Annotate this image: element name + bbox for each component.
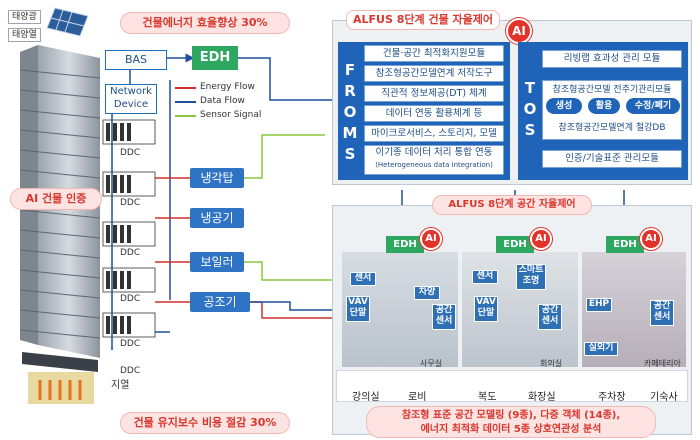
- bottom-banner: 건물 유지보수 비용 절감 30%: [120, 412, 290, 434]
- ddc-label-2: DDC: [120, 198, 141, 208]
- froms-item-2: 참조형공간모델연계 저작도구: [364, 65, 504, 82]
- zone-meeting-sensor: 센서: [472, 270, 498, 284]
- tos-letter-s: S: [524, 121, 536, 139]
- bottom-caption: 참조형 표준 공간 모델링 (9종), 다중 객체 (14종), 에너지 최적화…: [366, 406, 656, 438]
- froms-item-6: 이기종 데이터 처리 통합 연동 (Heterogeneous data int…: [364, 145, 504, 175]
- place-lecture-room: 강의실: [352, 392, 380, 403]
- ddc-label-5: DDC: [120, 339, 141, 349]
- zone-cafeteria-name: 카페테리아: [644, 359, 681, 368]
- tos-step-modify: 수정/폐기: [626, 98, 680, 114]
- bas-box: BAS: [105, 50, 167, 70]
- zone-cafeteria-ai: AI: [640, 228, 662, 250]
- building-control-title: ALFUS 8단계 건물 자율제어: [346, 10, 500, 30]
- geothermal-tag: 지열: [111, 380, 130, 391]
- ddc-label-4: DDC: [120, 294, 141, 304]
- solar-tag: 태양광: [8, 10, 41, 24]
- ai-cert-badge: AI 건물 인증: [10, 188, 102, 210]
- legend-data-flow: Data Flow: [200, 96, 245, 106]
- froms-item-5: 마이크로서비스, 스토리지, 모델: [364, 125, 504, 142]
- zone-office-space-sensor: 공간 센서: [432, 304, 456, 330]
- solar-thermal-tag: 태양열: [8, 28, 41, 42]
- edh-main-box: EDH: [192, 46, 238, 70]
- tos-lifecycle-bottom: 참조형공간모델연계 철강DB: [558, 123, 666, 133]
- tos-item-bottom: 인증/기술표준 관리모듈: [542, 150, 682, 168]
- zone-meeting-ai: AI: [530, 228, 552, 250]
- zone-meeting-space-sensor: 공간 센서: [538, 304, 562, 330]
- ai-badge-building: AI: [506, 18, 532, 44]
- ddc-label-1: DDC: [120, 148, 141, 158]
- place-parking: 주차장: [598, 392, 626, 403]
- zone-meeting-name: 회의실: [540, 359, 563, 368]
- froms-item-6-main: 이기종 데이터 처리 통합 연동: [375, 147, 493, 158]
- place-restroom: 화장실: [528, 392, 556, 403]
- bottom-caption-line1: 참조형 표준 공간 모델링 (9종), 다중 객체 (14종),: [401, 410, 621, 421]
- zone-office-edh: EDH: [386, 236, 424, 253]
- zone-meeting-edh: EDH: [496, 236, 534, 253]
- tos-step-use: 활용: [588, 98, 620, 114]
- froms-letter-f: F: [344, 61, 356, 79]
- zone-office-vav: VAV 단말: [346, 296, 370, 322]
- ddc-label-3: DDC: [120, 248, 141, 258]
- equipment-ahu: 공조기: [190, 292, 250, 312]
- legend-sensor-signal: Sensor Signal: [200, 110, 262, 120]
- equipment-cooling-tower: 냉각탑: [190, 168, 244, 188]
- network-device-box: Network Device: [105, 84, 157, 114]
- zone-office-sensor: 센서: [350, 272, 376, 286]
- zone-meeting-smart-light: 스마트 조명: [516, 264, 546, 290]
- legend-energy-flow: Energy Flow: [200, 82, 255, 92]
- froms-letter-m: M: [342, 124, 358, 142]
- zone-cafeteria-space-sensor: 공간 센서: [650, 300, 674, 326]
- zone-office-ai: AI: [420, 228, 442, 250]
- tos-letter-t: T: [524, 79, 536, 97]
- bottom-caption-line2: 에너지 최적화 데이터 5종 상호연관성 분석: [420, 424, 602, 435]
- tos-item-top: 리빙랩 효과성 관리 모듈: [542, 50, 682, 68]
- zone-cafeteria-outdoor-unit: 실외기: [584, 342, 618, 356]
- equipment-boiler: 보일러: [190, 252, 244, 272]
- froms-letter-r: R: [344, 82, 356, 100]
- zone-cafeteria-ehp: EHP: [586, 298, 612, 312]
- froms-item-4: 데이터 연동 활용체계 등: [364, 105, 504, 122]
- space-control-title: ALFUS 8단계 공간 자율제어: [432, 195, 592, 215]
- tos-step-create: 생성: [546, 98, 582, 114]
- zone-office-shade: 차양: [414, 286, 440, 300]
- froms-item-6-sub: (Heterogeneous data integration): [375, 161, 493, 169]
- zone-cafeteria-edh: EDH: [606, 236, 644, 253]
- zone-meeting-vav: VAV 단말: [474, 296, 498, 322]
- bottom-places-strip: [336, 370, 688, 402]
- place-corridor: 복도: [478, 392, 497, 403]
- froms-letter-o: O: [343, 103, 357, 121]
- zone-office-name: 사무실: [420, 359, 443, 368]
- place-lobby: 로비: [408, 392, 427, 403]
- place-dormitory: 기숙사: [650, 392, 678, 403]
- tos-letter-o: O: [523, 100, 537, 118]
- froms-letter-s: S: [344, 145, 356, 163]
- froms-item-3: 직관적 정보제공(DT) 체계: [364, 85, 504, 102]
- top-banner: 건물에너지 효율향상 30%: [120, 12, 290, 34]
- tos-lifecycle-title: 참조형공간모델 전주기관리모듈: [552, 85, 672, 95]
- equipment-chiller: 냉공기: [190, 208, 244, 228]
- ddc-label-6: DDC: [120, 366, 141, 376]
- froms-item-1: 건물·공간 최적화지원모듈: [364, 45, 504, 62]
